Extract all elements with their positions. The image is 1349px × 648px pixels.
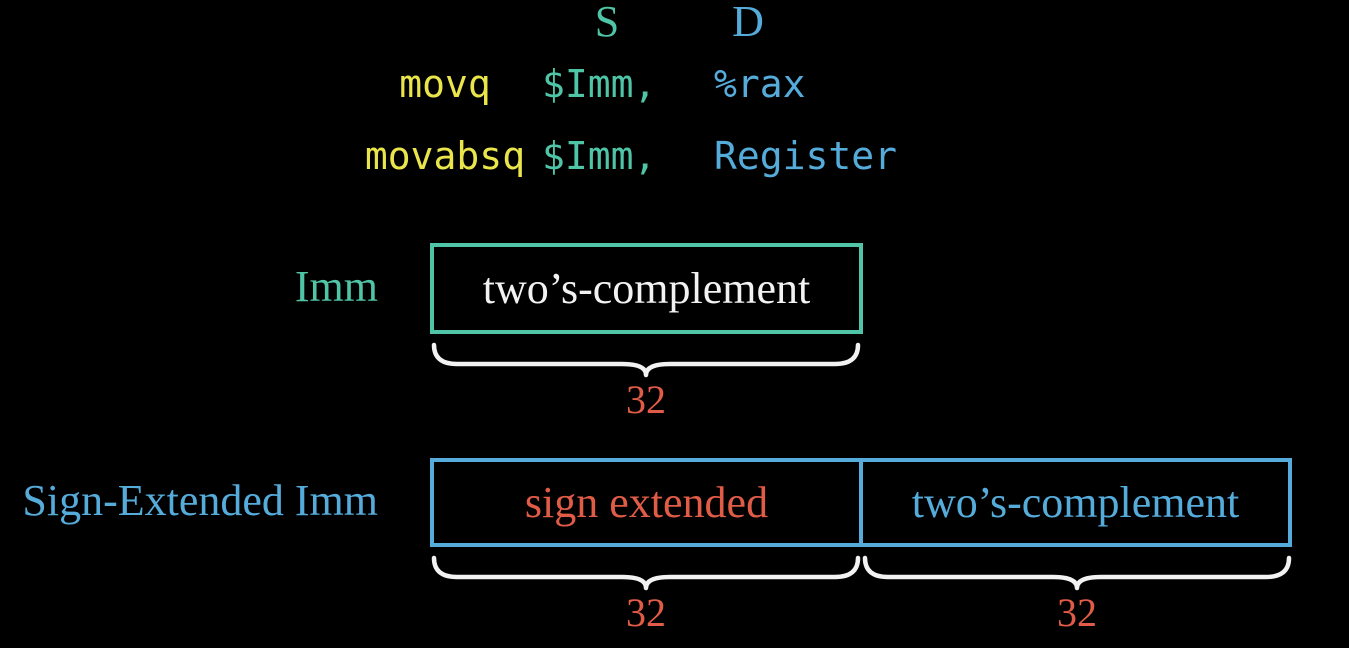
sign-extended-bit-width: 32 <box>626 590 666 635</box>
sign-extended-imm-row-label: Sign-Extended Imm <box>22 476 378 525</box>
imm-row-label: Imm <box>294 262 378 311</box>
instruction-destination-operand: Register <box>714 134 898 178</box>
instruction-source-operand: $Imm, <box>542 62 657 106</box>
underbrace <box>431 342 861 378</box>
imm-bit-width: 32 <box>626 377 666 422</box>
imm-field-twos-complement: two’s-complement <box>482 263 811 313</box>
instruction-mnemonic: movq <box>399 62 491 106</box>
imm-bitfield-box: two’s-complement <box>430 243 863 334</box>
twos-complement-field: two’s-complement <box>859 462 1288 543</box>
instruction-destination-operand: %rax <box>714 62 806 106</box>
column-header-source: S <box>594 0 620 46</box>
underbrace <box>862 555 1292 591</box>
sign-extended-field: sign extended <box>524 477 769 527</box>
sign-extended-bitfield-box: sign extended two’s-complement <box>430 458 1292 547</box>
column-header-destination: D <box>732 0 764 46</box>
underbrace <box>431 555 861 591</box>
instruction-source-operand: $Imm, <box>542 134 657 178</box>
instruction-mnemonic: movabsq <box>364 134 526 178</box>
twos-complement-bit-width: 32 <box>1057 590 1097 635</box>
